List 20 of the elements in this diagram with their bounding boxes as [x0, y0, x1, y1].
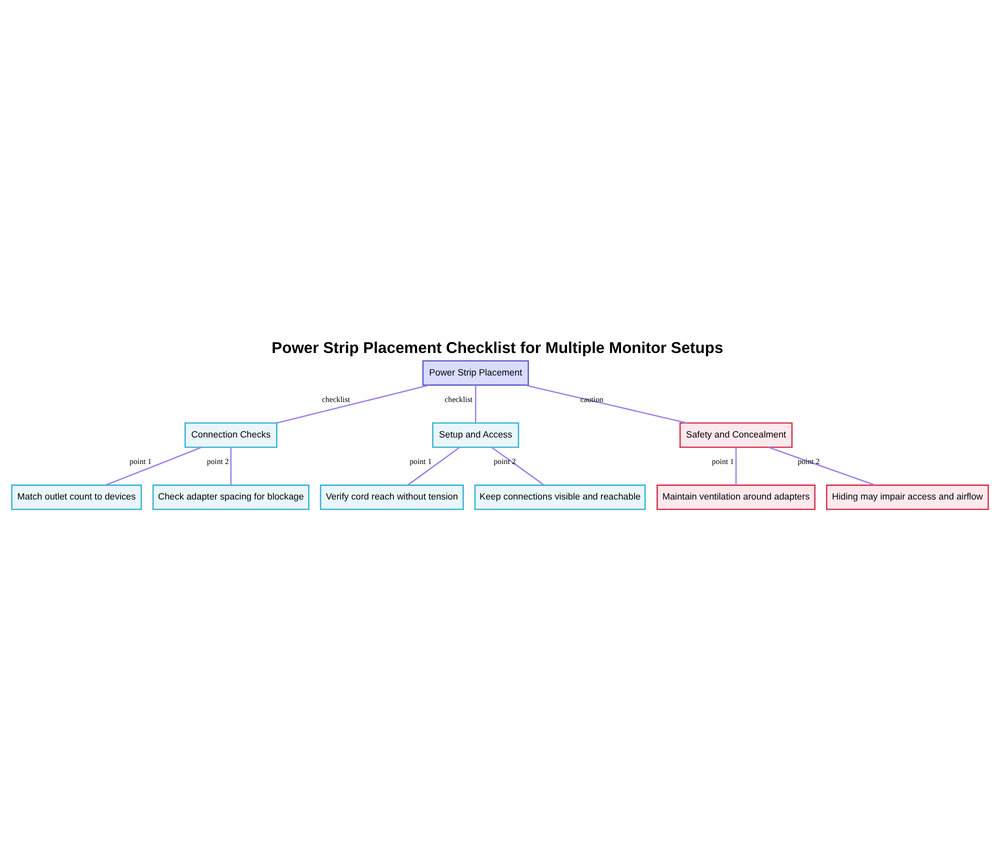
connector: [524, 384, 688, 424]
node-box: Hiding may impair access and airflow: [826, 484, 989, 510]
node-box: Safety and Concealment: [679, 422, 793, 448]
connector: [768, 446, 876, 486]
connector: [491, 446, 544, 486]
connector: [276, 384, 430, 424]
node-box: Power Strip Placement: [422, 360, 529, 386]
connector: [105, 446, 202, 486]
node-box: Match outlet count to devices: [11, 484, 142, 510]
connector: [230, 448, 232, 486]
node-box: Keep connections visible and reachable: [474, 484, 646, 510]
node-box: Setup and Access: [432, 422, 520, 448]
diagram-title: Power Strip Placement Checklist for Multiple Monitor Setups: [272, 340, 724, 358]
node-box: Connection Checks: [184, 422, 278, 448]
connector: [474, 385, 476, 423]
connector: [735, 448, 737, 486]
node-box: Verify cord reach without tension: [320, 484, 464, 510]
node-box: Check adapter spacing for blockage: [152, 484, 310, 510]
connector: [407, 446, 460, 486]
node-box: Maintain ventilation around adapters: [656, 484, 816, 510]
